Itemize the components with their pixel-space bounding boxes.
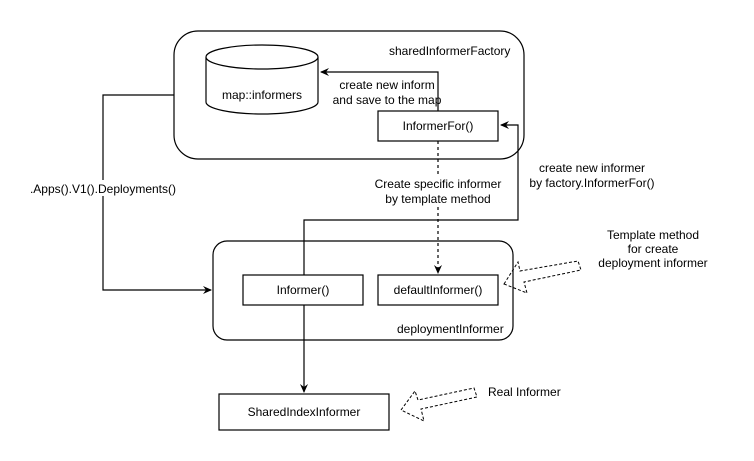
edge-save-to-map-label-2: and save to the map	[333, 93, 442, 107]
informer-label: Informer()	[277, 283, 330, 297]
edge-create-new-informer	[303, 121, 519, 275]
shared-informer-factory-label: sharedInformerFactory	[389, 44, 510, 58]
template-method-annotation-1: Template method	[607, 228, 699, 242]
map-informers-cylinder: map::informers	[205, 44, 319, 115]
informer-box	[242, 274, 364, 306]
edge-save-to-map-label-1: create new inform	[339, 78, 434, 92]
shared-index-informer-box	[218, 393, 390, 431]
template-method-annotation-3: deployment informer	[598, 256, 707, 270]
deployment-informer-label: deploymentInformer	[397, 322, 504, 336]
map-informers-label: map::informers	[222, 88, 302, 102]
informer-for-label: InformerFor()	[403, 119, 474, 133]
template-method-callout-arrow	[503, 260, 582, 294]
edge-template-method-label-1: Create specific informer	[375, 177, 502, 191]
edge-label-bg	[370, 176, 506, 206]
edge-template-method-label-2: by template method	[385, 192, 490, 206]
default-informer-box	[377, 274, 499, 306]
edge-apps-deployments-label: .Apps().V1().Deployments()	[30, 182, 176, 196]
edge-create-new-informer-label-2: by factory.InformerFor()	[529, 176, 654, 190]
deployment-informer-container	[212, 240, 514, 341]
shared-index-informer-label: SharedIndexInformer	[248, 405, 361, 419]
edge-label-bg	[28, 180, 178, 196]
real-informer-annotation: Real Informer	[488, 385, 561, 399]
template-method-annotation-2: for create	[628, 242, 679, 256]
edge-create-new-informer-label-1: create new informer	[539, 161, 645, 175]
default-informer-label: defaultInformer()	[394, 283, 483, 297]
edge-save-to-map	[320, 68, 439, 111]
real-informer-callout-arrow	[400, 387, 478, 422]
